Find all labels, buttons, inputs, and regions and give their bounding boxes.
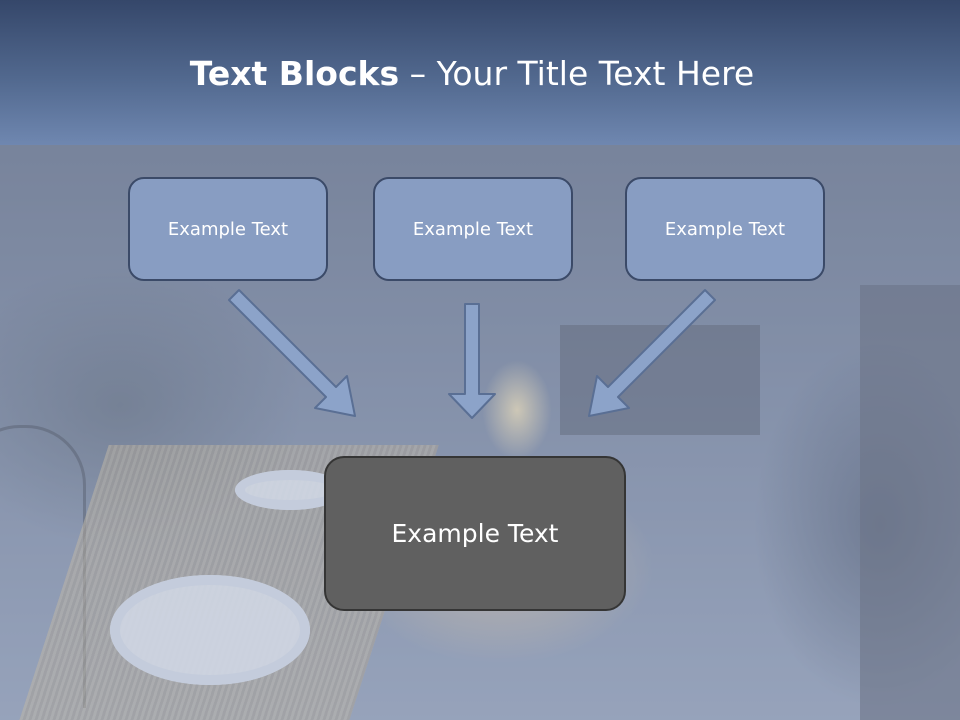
text-block-1[interactable]: Example Text: [128, 177, 328, 281]
title-banner: Text Blocks – Your Title Text Here: [0, 0, 960, 145]
slide-title: Text Blocks – Your Title Text Here: [0, 54, 944, 93]
arrow-left: [228, 289, 356, 417]
lights-shape: [482, 360, 552, 460]
grill-shape: [860, 285, 960, 720]
title-dash: –: [409, 54, 427, 93]
title-rest: Your Title Text Here: [436, 54, 755, 93]
plate-shape: [110, 575, 310, 685]
text-block-2[interactable]: Example Text: [373, 177, 573, 281]
result-text-block[interactable]: Example Text: [324, 456, 626, 611]
title-bold: Text Blocks: [189, 54, 400, 93]
text-block-3[interactable]: Example Text: [625, 177, 825, 281]
arrow-right: [588, 289, 716, 417]
arrow-center: [448, 303, 496, 419]
